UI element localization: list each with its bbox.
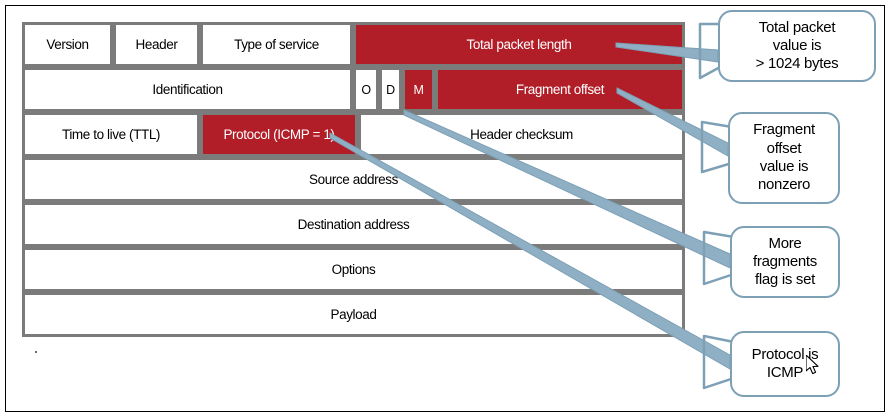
cell-type-of-service-label: Type of service <box>234 37 319 52</box>
ip-packet-header-table: Version Header Type of service Total pac… <box>22 22 685 337</box>
callout-2-line-1: Fragment <box>753 121 815 139</box>
cell-options: Options <box>22 247 685 292</box>
callout-1-line-1: Total packet <box>758 18 836 36</box>
cell-flag-o: O <box>353 67 379 112</box>
cell-fragment-offset-label: Fragment offset <box>515 82 605 97</box>
cell-header-checksum-label: Header checksum <box>470 127 573 142</box>
callout-2-line-4: nonzero <box>757 176 811 194</box>
cell-fragment-offset: Fragment offset <box>435 67 685 112</box>
cell-header-label: Header <box>135 37 178 52</box>
cell-options-label: Options <box>331 262 376 277</box>
mouse-cursor-icon <box>806 355 819 375</box>
cell-time-to-live: Time to live (TTL) <box>22 112 200 157</box>
callout-protocol: Protocol is ICMP <box>730 331 840 397</box>
cell-payload: Payload <box>22 292 685 337</box>
cell-total-packet-length: Total packet length <box>353 22 685 67</box>
cell-header: Header <box>113 22 200 67</box>
callout-2-line-3: value is <box>759 158 809 175</box>
callout-3-line-3: flag is set <box>754 271 816 289</box>
cell-type-of-service: Type of service <box>200 22 353 67</box>
callout-3-line-2: fragments <box>753 252 817 270</box>
cell-payload-label: Payload <box>330 307 377 322</box>
callout-4-line-1: Protocol is <box>751 345 819 363</box>
cell-destination-address: Destination address <box>22 202 685 247</box>
callout-3-line-1: More <box>768 234 802 252</box>
callout-4-line-2: ICMP <box>766 364 804 381</box>
cell-protocol-label: Protocol (ICMP = 1) <box>223 127 335 142</box>
cell-version: Version <box>22 22 113 67</box>
callout-more-fragments: More fragments flag is set <box>730 226 840 298</box>
cell-flag-o-label: O <box>361 82 371 97</box>
cell-flag-m: M <box>402 67 435 112</box>
callout-fragment-offset: Fragment offset value is nonzero <box>728 112 840 204</box>
cell-source-address: Source address <box>22 157 685 202</box>
cell-time-to-live-label: Time to live (TTL) <box>61 127 161 142</box>
cell-header-checksum: Header checksum <box>358 112 685 157</box>
outer-frame <box>5 5 885 412</box>
cell-destination-address-label: Destination address <box>297 217 410 232</box>
cell-flag-m-label: M <box>413 82 424 97</box>
callout-2-line-2: offset <box>766 139 802 157</box>
cell-source-address-label: Source address <box>309 172 398 187</box>
cell-identification: Identification <box>22 67 353 112</box>
cell-flag-d: D <box>379 67 402 112</box>
callout-1-line-3: > 1024 bytes <box>755 55 839 73</box>
stray-dot-artifact <box>35 351 37 353</box>
cell-flag-d-label: D <box>386 82 395 97</box>
cell-total-packet-length-label: Total packet length <box>466 37 572 52</box>
cell-identification-label: Identification <box>152 82 223 97</box>
cell-version-label: Version <box>46 37 89 52</box>
callout-1-line-2: value is <box>772 36 822 54</box>
cell-protocol: Protocol (ICMP = 1) <box>200 112 358 157</box>
callout-total-packet-length: Total packet value is > 1024 bytes <box>718 10 876 82</box>
